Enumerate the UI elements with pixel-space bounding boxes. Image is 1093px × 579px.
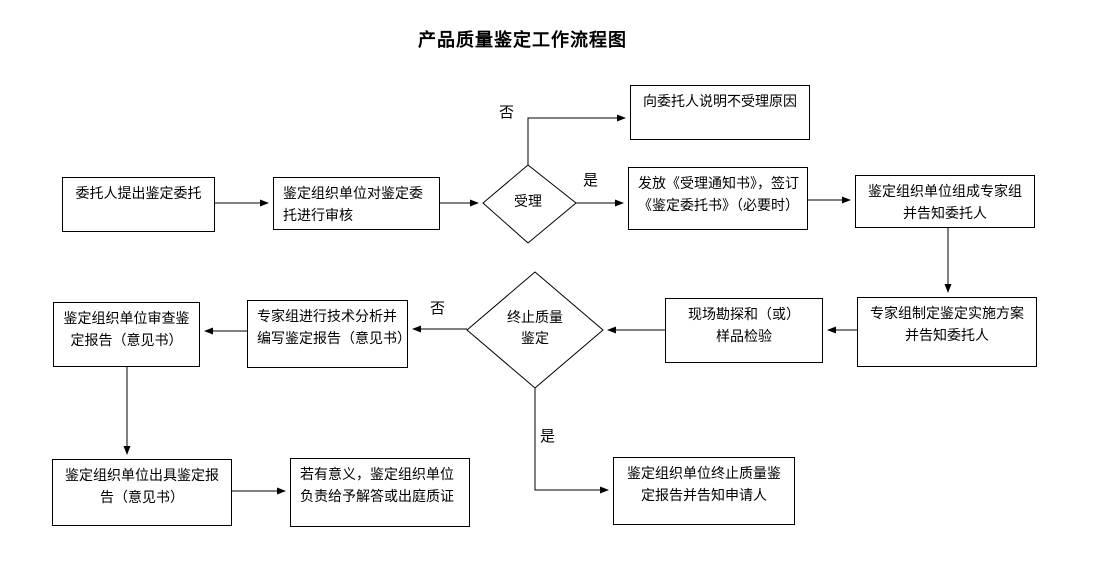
node-text: 现场勘探和（或） xyxy=(688,307,800,323)
arrow-accept-no-to-explain xyxy=(527,114,626,165)
node-text: 定报告并告知申请人 xyxy=(641,488,767,504)
node-text: 专家组制定鉴定实施方案 xyxy=(870,306,1024,322)
node-issue-notice: 发放《受理通知书》，签订 《鉴定委托书》（必要时） xyxy=(628,167,808,230)
node-site-survey: 现场勘探和（或） 样品检验 xyxy=(665,298,823,363)
page-title: 产品质量鉴定工作流程图 xyxy=(418,30,627,51)
node-text: 样品检验 xyxy=(716,329,772,345)
node-form-expert-group: 鉴定组织单位组成专家组 并告知委托人 xyxy=(855,175,1035,228)
node-text: 终止质量 xyxy=(507,310,563,326)
node-court-testimony: 若有意义，鉴定组织单位 负责给予解答或出庭质证 xyxy=(290,458,470,527)
node-text: 定报告（意见书） xyxy=(70,333,183,349)
node-terminate-report: 鉴定组织单位终止质量鉴 定报告并告知申请人 xyxy=(613,457,795,525)
node-text: 鉴定组织单位审查鉴 xyxy=(63,311,190,327)
node-text: 鉴定组织单位对鉴定委 xyxy=(283,186,423,202)
edge-label-accept-no: 否 xyxy=(499,103,515,121)
node-text: 鉴定组织单位终止质量鉴 xyxy=(627,466,781,482)
node-text: 向委托人说明不受理原因 xyxy=(643,94,797,110)
node-client-request: 委托人提出鉴定委托 xyxy=(62,177,215,232)
edge-label-terminate-no: 否 xyxy=(430,299,446,317)
node-text: 发放《受理通知书》，签订 xyxy=(638,176,799,192)
node-review-report: 鉴定组织单位审查鉴 定报告（意见书） xyxy=(53,302,200,367)
node-text: 告（意见书） xyxy=(100,490,184,506)
node-text: 并告知委托人 xyxy=(905,328,989,344)
node-text: 鉴定组织单位出具鉴定报 xyxy=(65,468,219,484)
edge-label-accept-yes: 是 xyxy=(583,171,599,189)
edge-label-terminate-yes: 是 xyxy=(540,427,556,445)
node-text: 《鉴定委托书》（必要时） xyxy=(638,198,799,214)
node-tech-analysis: 专家组进行技术分析并 编写鉴定报告（意见书） xyxy=(247,300,411,368)
decision-terminate-shape xyxy=(466,271,604,389)
node-text: 编写鉴定报告（意见书） xyxy=(257,331,411,347)
node-text: 托进行审核 xyxy=(283,208,353,224)
node-text: 鉴定 xyxy=(521,331,549,347)
arrow-terminate-yes-to-report xyxy=(534,388,609,494)
node-text: 鉴定组织单位组成专家组 xyxy=(868,184,1022,200)
node-explain-rejection: 向委托人说明不受理原因 xyxy=(630,85,810,140)
node-text: 并告知委托人 xyxy=(903,206,987,222)
node-org-review: 鉴定组织单位对鉴定委 托进行审核 xyxy=(273,177,440,230)
decision-accept-shape xyxy=(482,164,577,244)
node-text: 负责给予解答或出庭质证 xyxy=(300,489,454,505)
node-text: 专家组进行技术分析并 xyxy=(257,309,397,325)
node-text: 若有意义，鉴定组织单位 xyxy=(300,467,454,483)
node-make-plan: 专家组制定鉴定实施方案 并告知委托人 xyxy=(857,297,1037,367)
node-issue-report: 鉴定组织单位出具鉴定报 告（意见书） xyxy=(52,459,232,526)
decision-terminate-label: 终止质量 鉴定 xyxy=(485,308,585,350)
decision-accept-label: 受理 xyxy=(514,194,542,210)
node-text: 委托人提出鉴定委托 xyxy=(75,186,202,202)
